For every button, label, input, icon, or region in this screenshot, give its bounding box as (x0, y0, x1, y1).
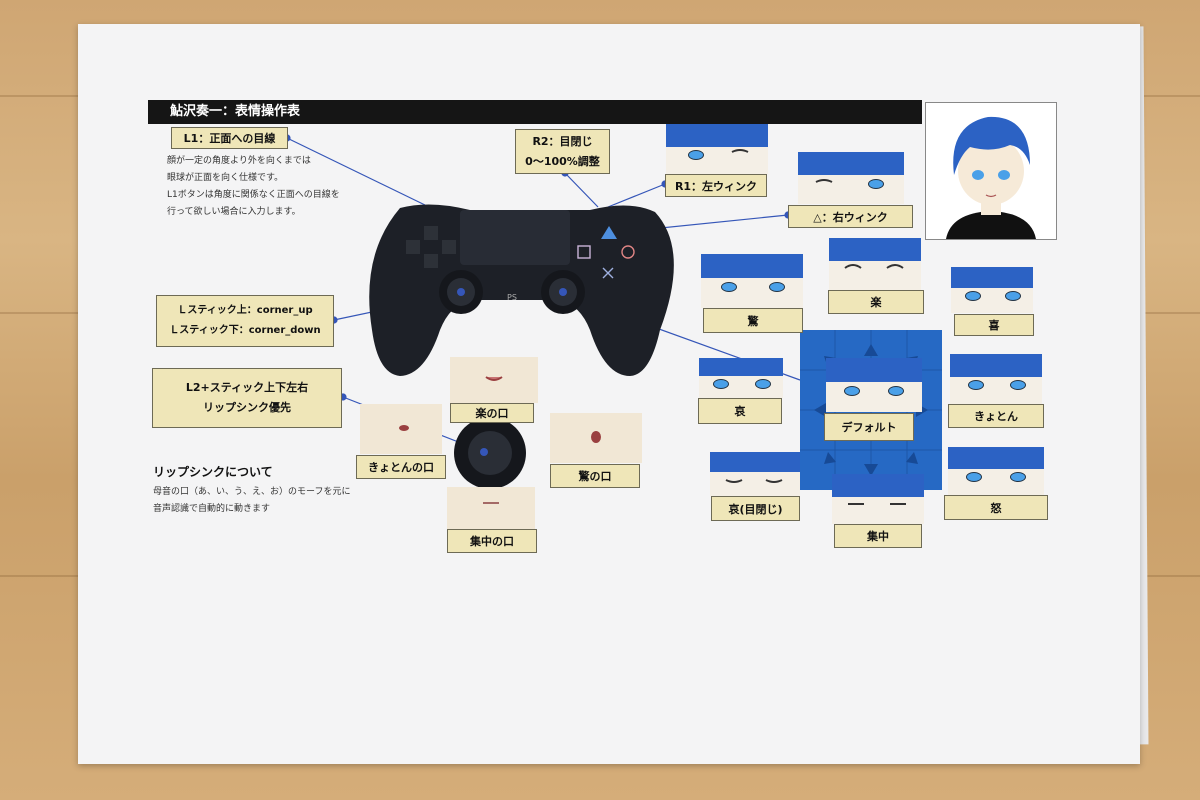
face-ki-image (951, 267, 1033, 313)
r2-connector (564, 172, 599, 208)
r2-label: R2：目閉じ 0〜100%調整 (515, 129, 610, 174)
l2-label: L2+スティック上下左右 リップシンク優先 (152, 368, 342, 428)
l1-label: L1：正面への目線 (171, 127, 288, 149)
l1-note-line: 行って欲しい場合に入力します。 (167, 207, 301, 217)
lipsync-line: 母音の口（あ、い、う、え、お）のモーフを元に (153, 487, 351, 497)
r1-label: R1：左ウィンク (665, 174, 767, 197)
character-portrait (925, 102, 1057, 240)
face-default-image (826, 358, 922, 412)
lstick-connector (333, 292, 463, 321)
lstick-up-text: Ｌスティック上：corner_up (177, 305, 313, 316)
arrow-downright-icon (906, 452, 918, 464)
face-shuchu-label: 集中 (834, 524, 922, 548)
face-odoroki-image (701, 254, 803, 308)
lstick-label: Ｌスティック上：corner_up Ｌスティック下：corner_down (156, 295, 334, 347)
face-kyoton-label: きょとん (948, 404, 1044, 428)
face-raku-label: 楽 (828, 290, 924, 314)
page-title: 鮎沢奏一：表情操作表 (148, 100, 922, 124)
r2-label-line: 0〜100%調整 (525, 154, 600, 168)
wink-right-face-image (798, 152, 904, 204)
l2-label-line: リップシンク優先 (203, 401, 291, 414)
face-do-image (948, 447, 1044, 495)
l1-connector (286, 137, 426, 206)
face-do-label: 怒 (944, 495, 1048, 520)
mouth-kyoton-label: きょとんの口 (356, 455, 446, 479)
l2-label-line: L2+スティック上下左右 (185, 381, 309, 394)
l1-note-line: L1ボタンは角度に関係なく正面への目線を (167, 190, 340, 200)
lipsync-line: 音声認識で自動的に動きます (153, 504, 271, 514)
lstick-down-text: Ｌスティック下：corner_down (169, 325, 321, 336)
face-ki-label: 喜 (954, 314, 1034, 336)
face-default-label: デフォルト (824, 413, 914, 441)
mouth-shuchu-label: 集中の口 (447, 529, 537, 553)
l1-note-line: 眼球が正面を向く仕様です。 (167, 173, 284, 183)
face-raku-image (829, 238, 921, 290)
mouth-raku-image (450, 357, 538, 403)
face-kyoton-image (950, 354, 1042, 404)
arrow-left-icon (814, 403, 826, 417)
face-ai-closed-label: 哀(目閉じ) (711, 496, 800, 521)
arrow-downleft-icon (824, 452, 836, 464)
face-shuchu-image (832, 474, 924, 524)
lipsync-heading: リップシンクについて (153, 465, 273, 479)
triangle-label: △：右ウィンク (788, 205, 913, 228)
mouth-kyoton-image (360, 404, 442, 454)
arrow-up-icon (864, 344, 878, 356)
mouth-odoroki-image (550, 413, 642, 463)
face-ai-closed-image (710, 452, 800, 496)
face-ai-label: 哀 (698, 398, 782, 424)
r1-connector (607, 183, 666, 208)
r2-label-line: R2：目閉じ (532, 134, 593, 148)
triangle-connector (611, 214, 789, 234)
wink-left-face-image (666, 124, 768, 174)
lipsync-description: 母音の口（あ、い、う、え、お）のモーフを元に 音声認識で自動的に動きます (153, 484, 413, 518)
mouth-odoroki-label: 驚の口 (550, 464, 640, 488)
mouth-raku-label: 楽の口 (450, 403, 534, 423)
arrow-down-icon (864, 464, 878, 476)
l1-note-line: 顔が一定の角度より外を向くまでは (167, 156, 311, 166)
face-odoroki-label: 驚 (703, 308, 803, 333)
mouth-shuchu-image (447, 487, 535, 529)
l1-description: 顔が一定の角度より外を向くまでは 眼球が正面を向く仕様です。 L1ボタンは角度に… (167, 153, 367, 221)
face-ai-image (699, 358, 783, 398)
